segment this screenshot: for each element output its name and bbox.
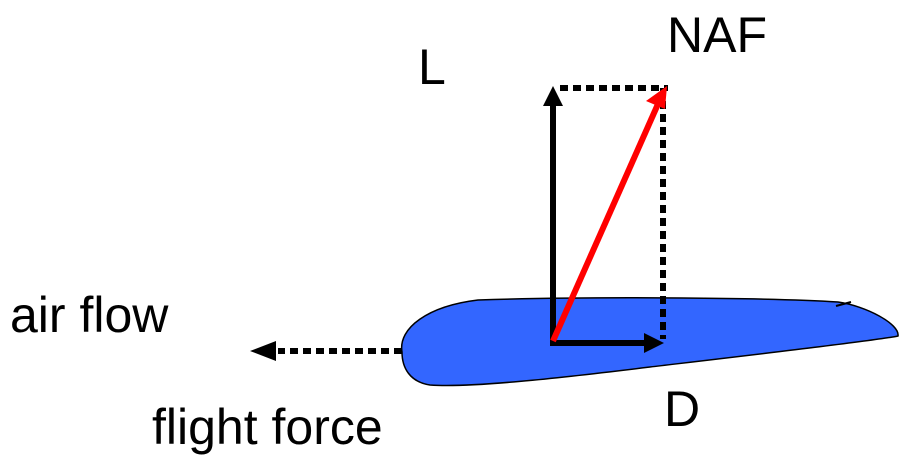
dotted-arrow-left-icon (250, 341, 276, 361)
wing-tip-mark (835, 301, 852, 307)
naf-vector-line (550, 102, 661, 343)
flight-force-label: flight force (152, 399, 383, 455)
lift-label: L (418, 39, 446, 95)
arrow-diagonal-icon (646, 86, 667, 109)
arrow-right-icon (644, 333, 664, 353)
naf-label: NAF (667, 7, 767, 63)
arrow-up-icon (543, 86, 563, 106)
air-flow-label: air flow (10, 287, 169, 343)
drag-label: D (664, 381, 701, 437)
